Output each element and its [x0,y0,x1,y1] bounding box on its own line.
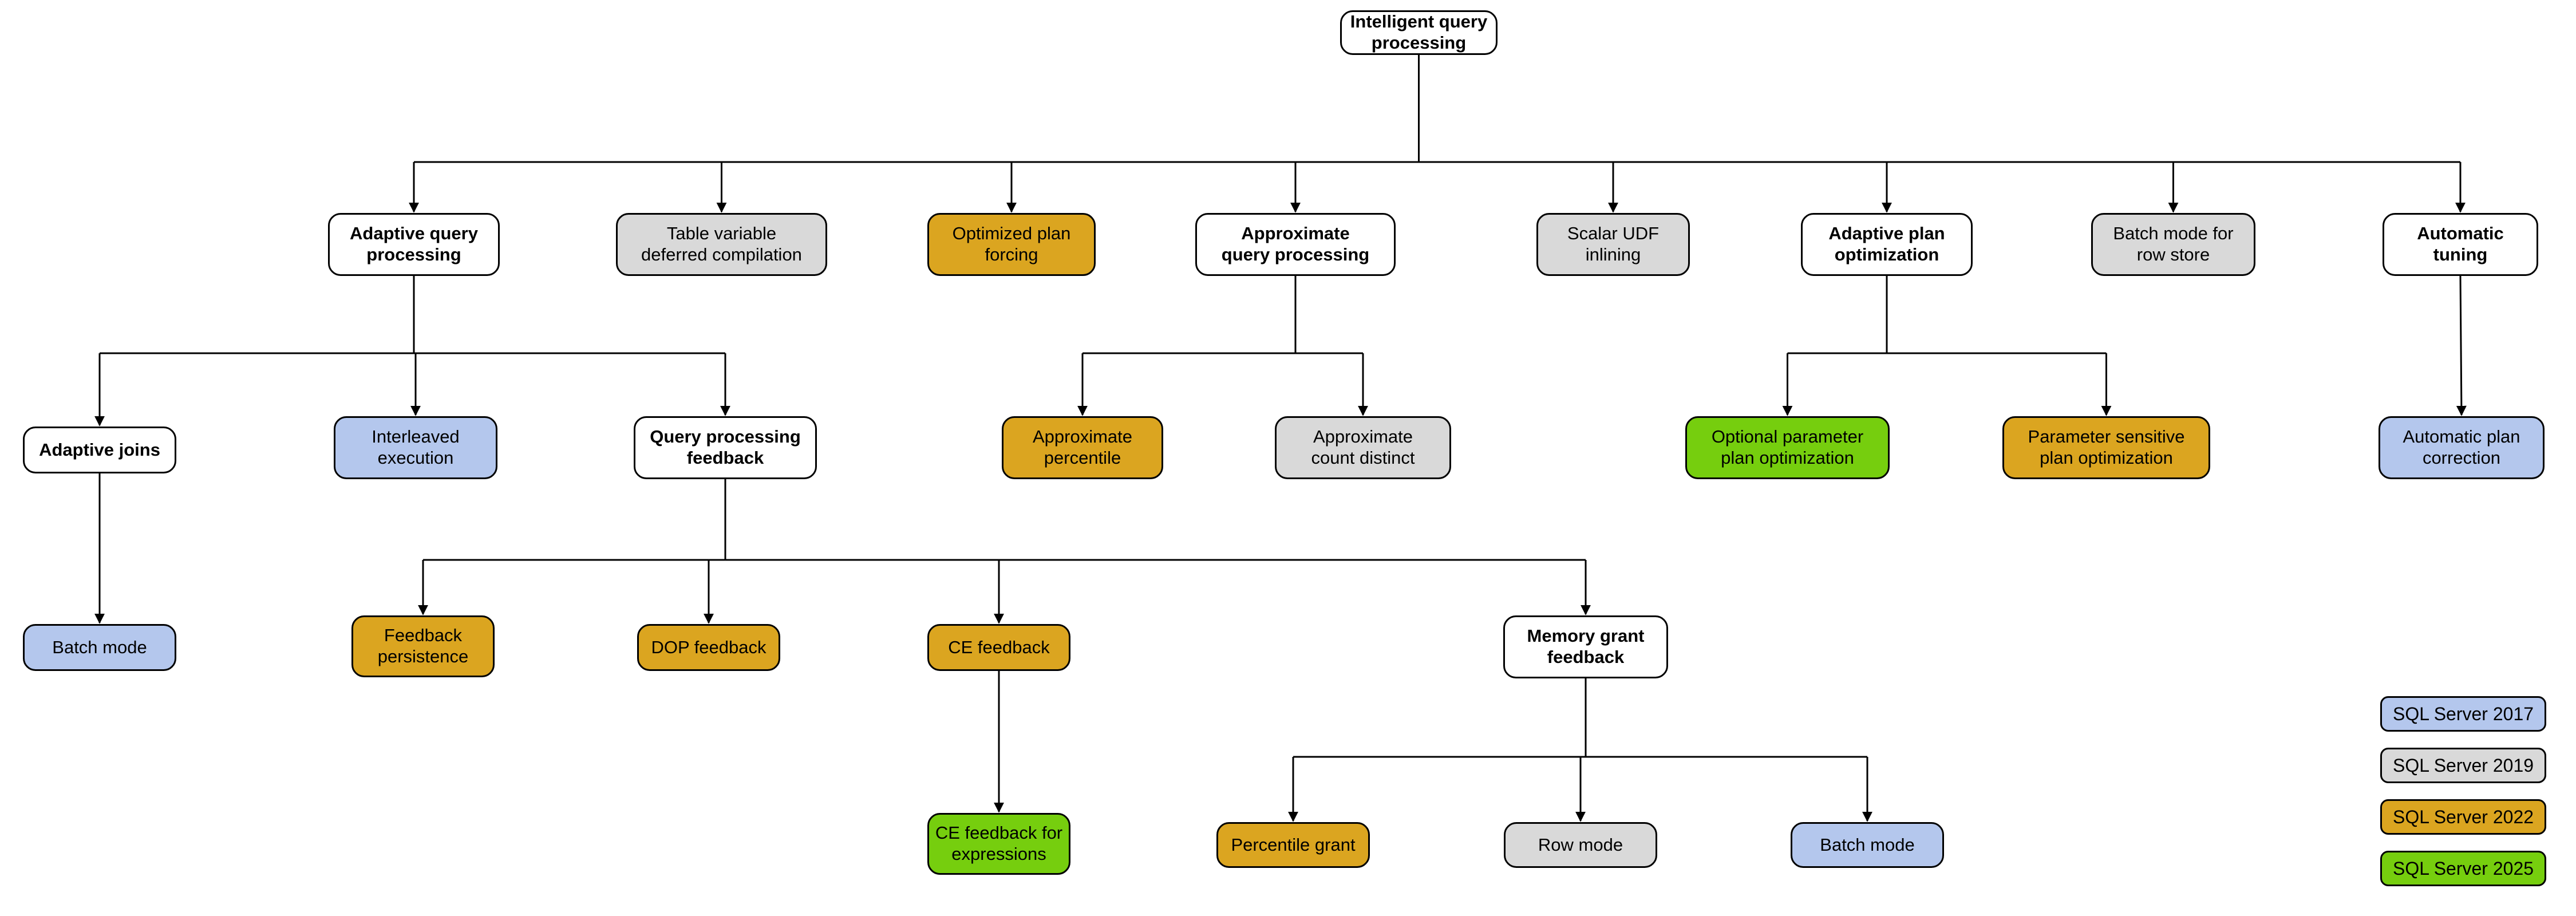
legend-item-label: SQL Server 2017 [2392,703,2534,724]
node-oppo[interactable]: Optional parameter plan optimization [1685,416,1890,479]
node-label: Optimized plan forcing [952,223,1071,264]
node-label: Adaptive query processing [350,223,478,264]
node-autotune[interactable]: Automatic tuning [2383,213,2538,276]
node-label: Row mode [1538,834,1623,855]
node-label: Approximate count distinct [1311,427,1415,468]
node-label: Approximate query processing [1221,223,1370,264]
node-label: Query processing feedback [650,427,801,468]
legend-item-label: SQL Server 2022 [2392,806,2534,827]
node-dopfb[interactable]: DOP feedback [637,624,780,671]
legend-item-lg2025: SQL Server 2025 [2380,851,2546,886]
node-label: Interleaved execution [372,427,460,468]
node-label: Batch mode for row store [2113,223,2234,264]
node-cefb[interactable]: CE feedback [927,624,1070,671]
node-adaptjoins[interactable]: Adaptive joins [23,427,176,473]
node-pctgrant[interactable]: Percentile grant [1216,822,1370,868]
node-apq[interactable]: Approximate query processing [1195,213,1396,276]
node-batchmode2[interactable]: Batch mode [1791,822,1944,868]
legend-item-lg2019: SQL Server 2019 [2380,748,2546,783]
node-fbpersist[interactable]: Feedback persistence [351,615,495,677]
node-label: Approximate percentile [1032,427,1133,468]
node-label: Adaptive joins [39,439,160,460]
legend-item-lg2022: SQL Server 2022 [2380,799,2546,835]
node-label: Batch mode [52,637,147,657]
node-label: Intelligent query processing [1350,11,1488,53]
node-cefbexpr[interactable]: CE feedback for expressions [927,813,1070,875]
node-label: Automatic tuning [2417,223,2504,264]
node-pspo[interactable]: Parameter sensitive plan optimization [2002,416,2210,479]
node-interleaved[interactable]: Interleaved execution [334,416,497,479]
node-label: Scalar UDF inlining [1567,223,1660,264]
node-label: Batch mode [1820,834,1915,855]
node-batchmode1[interactable]: Batch mode [23,624,176,671]
node-root[interactable]: Intelligent query processing [1340,10,1498,55]
node-label: Feedback persistence [377,625,469,666]
node-udf[interactable]: Scalar UDF inlining [1536,213,1690,276]
node-apc[interactable]: Automatic plan correction [2379,416,2545,479]
legend-item-label: SQL Server 2025 [2392,858,2534,879]
node-label: DOP feedback [651,637,767,657]
node-label: Percentile grant [1231,834,1356,855]
legend-item-lg2017: SQL Server 2017 [2380,696,2546,732]
node-tvdc[interactable]: Table variable deferred compilation [616,213,827,276]
node-label: Table variable deferred compilation [641,223,802,264]
node-label: Parameter sensitive plan optimization [2028,427,2185,468]
node-opf[interactable]: Optimized plan forcing [927,213,1096,276]
node-label: Adaptive plan optimization [1828,223,1945,264]
node-label: Memory grant feedback [1527,626,1645,667]
node-label: CE feedback [948,637,1050,657]
node-approxpct[interactable]: Approximate percentile [1002,416,1163,479]
node-approxcnt[interactable]: Approximate count distinct [1275,416,1451,479]
node-apo[interactable]: Adaptive plan optimization [1801,213,1973,276]
legend-item-label: SQL Server 2019 [2392,755,2534,776]
node-mgf[interactable]: Memory grant feedback [1503,615,1668,678]
node-label: Automatic plan correction [2403,427,2520,468]
node-bmrs[interactable]: Batch mode for row store [2091,213,2255,276]
node-qpf[interactable]: Query processing feedback [634,416,817,479]
node-label: CE feedback for expressions [935,823,1063,864]
node-aqp[interactable]: Adaptive query processing [328,213,500,276]
node-rowmode[interactable]: Row mode [1504,822,1657,868]
node-label: Optional parameter plan optimization [1711,427,1864,468]
